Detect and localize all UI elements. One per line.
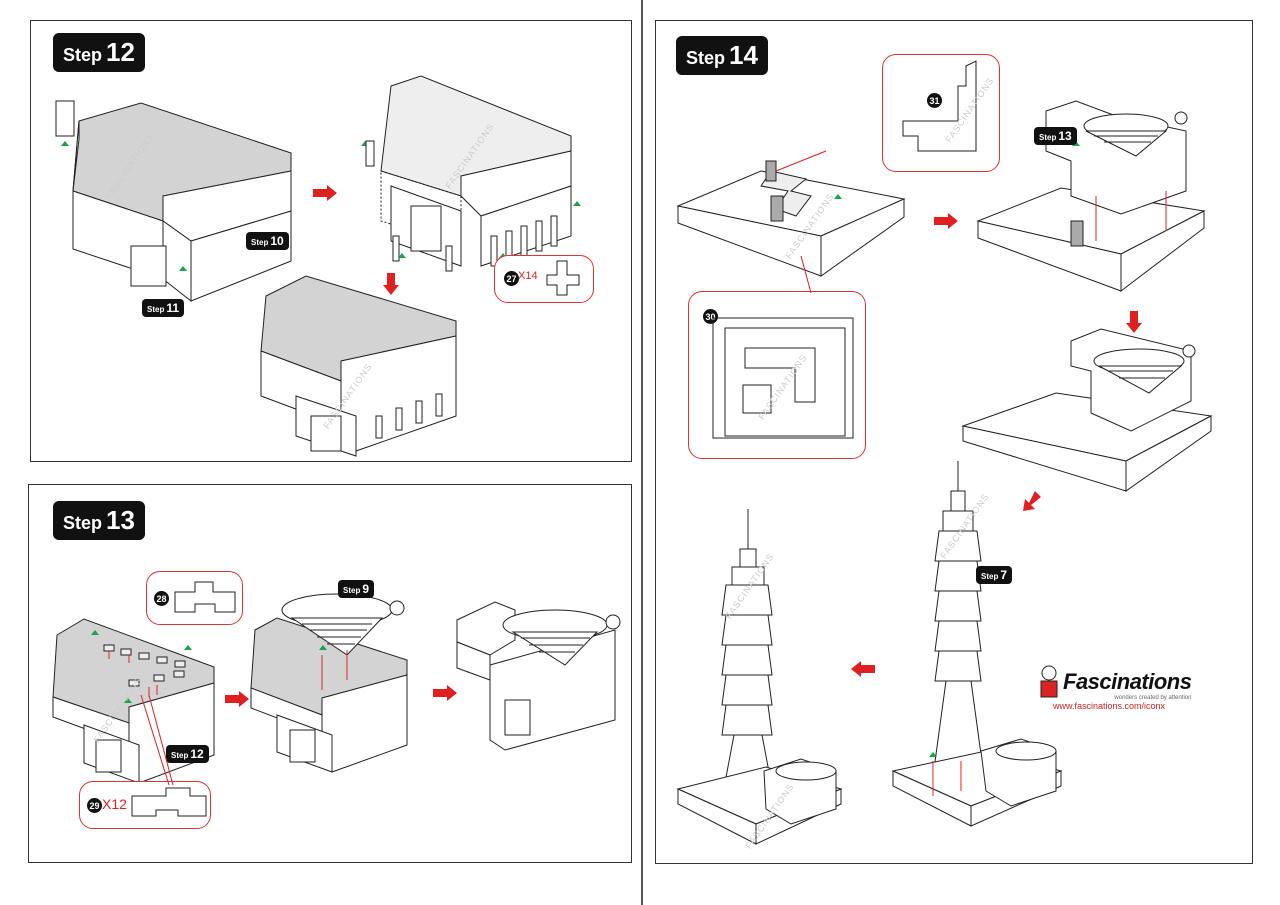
callout-leader	[140, 694, 174, 786]
part-27-callout: 27 X14	[494, 255, 594, 303]
step-14-base-b	[976, 100, 1206, 293]
step-14-base-c	[961, 328, 1213, 492]
brand-name: Fascinations	[1063, 669, 1192, 694]
arrow-left-icon	[851, 661, 875, 677]
part-27-number: 27	[504, 271, 519, 286]
mascot-icon	[1040, 665, 1058, 698]
step-13-building-a	[52, 618, 215, 784]
step-13-building-b	[250, 593, 408, 773]
brand-logo: Fascinations wonders created by attentio…	[1039, 665, 1192, 711]
arrow-right-icon	[934, 213, 958, 229]
part-28-shape	[174, 581, 236, 613]
step-14-tower-final	[676, 509, 843, 845]
part-30-shape	[712, 317, 854, 439]
step-12-building-a	[55, 100, 292, 303]
part-27-shape	[546, 260, 580, 296]
part-30-callout: 30 FASCINATIONS	[688, 291, 866, 459]
arrow-down-icon	[383, 273, 399, 295]
arrow-down-icon	[1126, 311, 1142, 333]
step-14-tower-insert	[891, 461, 1063, 827]
part-28-number: 28	[154, 591, 169, 606]
step-14-base-a	[676, 150, 906, 277]
callout-leader	[800, 255, 812, 294]
arrow-right-icon	[433, 685, 457, 701]
brand-url[interactable]: www.fascinations.com/iconx	[1053, 701, 1166, 711]
arrow-down-left-icon	[1023, 491, 1041, 511]
arrow-right-icon	[313, 185, 337, 201]
part-30-number: 30	[703, 309, 718, 324]
part-28-callout: 28	[146, 571, 243, 625]
brand-tagline: wonders created by attention	[1114, 695, 1192, 701]
step-12-building-b	[361, 75, 581, 272]
part-31-shape	[902, 60, 977, 152]
part-29-quantity: X12	[102, 796, 127, 812]
part-27-quantity: X14	[518, 270, 538, 282]
part-29-number: 29	[87, 798, 102, 813]
part-31-number: 31	[927, 93, 942, 108]
part-29-callout: 29 X12	[79, 781, 211, 829]
part-31-callout: 31 FASCINATIONS	[882, 54, 1000, 172]
step-13-building-c	[456, 601, 621, 751]
page-divider	[641, 0, 643, 905]
part-29-shape	[131, 787, 207, 817]
step-12-building-c	[260, 275, 457, 457]
arrow-right-icon	[225, 691, 249, 707]
